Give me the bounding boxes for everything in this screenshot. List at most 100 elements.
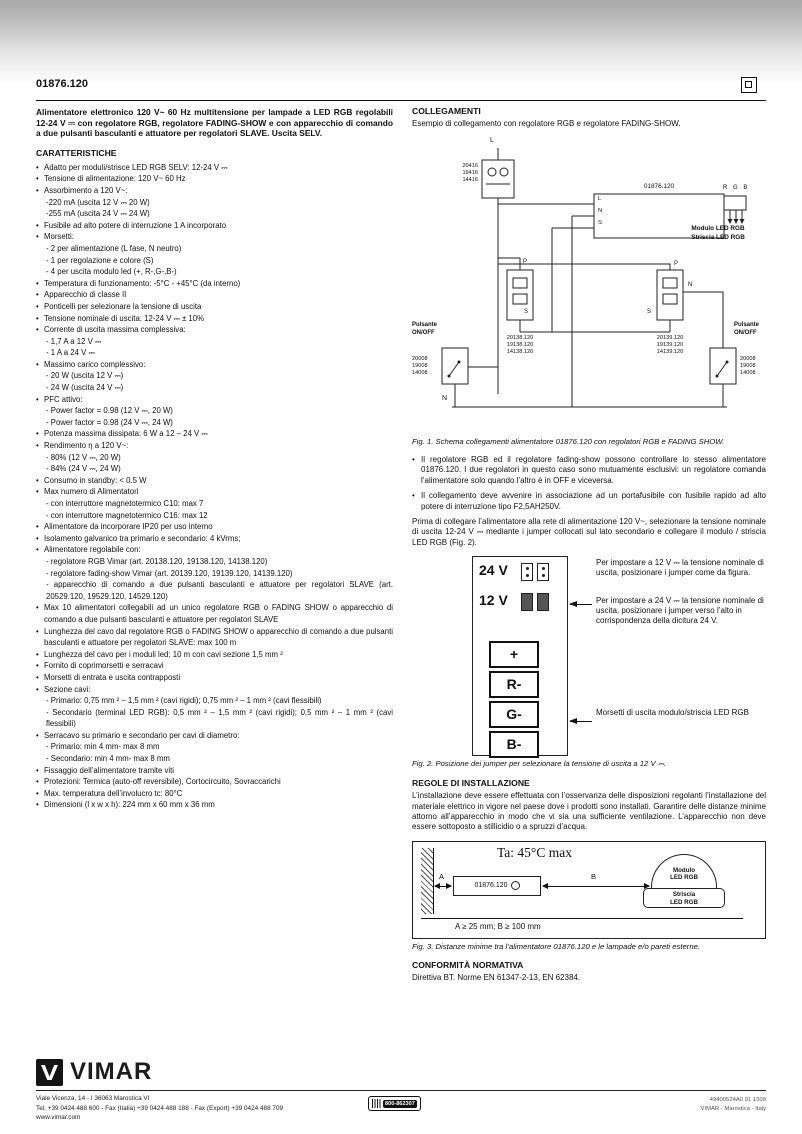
conformity-text: Direttiva BT. Norme EN 61347-2-13, EN 62… bbox=[412, 972, 581, 982]
spec-subitem: - regolatore RGB Vimar (art. 20138.120, … bbox=[36, 556, 393, 568]
module-word: LED RGB bbox=[670, 873, 698, 881]
jumper-installed bbox=[521, 593, 533, 612]
floor-line bbox=[421, 917, 743, 919]
bullet-mark: • bbox=[36, 487, 39, 497]
spec-bullet: •Assorbimento a 120 V~: bbox=[36, 185, 393, 197]
spec-subitem: - con interruttore magnetotermico C16: m… bbox=[36, 510, 393, 522]
right-column: COLLEGAMENTI Esempio di collegamento con… bbox=[412, 106, 766, 991]
spec-bullet: •Tensione nominale di uscita: 12-24 V ⎓ … bbox=[36, 313, 393, 325]
spec-text: - 80% (12 V ⎓, 20 W) bbox=[46, 452, 121, 462]
spec-subitem: - Secondario: min 4 mm- max 8 mm bbox=[36, 753, 393, 765]
spec-text: - Secondario (terminal LED RGB): 0,5 mm … bbox=[46, 707, 393, 729]
annotation-12v: Per impostare a 12 V ⎓ la tensione nomin… bbox=[596, 558, 764, 578]
strip-label: Striscia LED RGB bbox=[691, 234, 745, 241]
spec-subitem: - apparecchio di comando a due pulsanti … bbox=[36, 579, 393, 602]
address-line: Viale Vicenza, 14 - I 36063 Marostica VI bbox=[36, 1095, 150, 1102]
onoff-text: ON/OFF bbox=[412, 329, 435, 336]
spec-bullet: •Fornito di coprimorsetti e serracavi bbox=[36, 660, 393, 672]
spec-bullet: •Fusibile ad alto potere di interruzione… bbox=[36, 220, 393, 232]
art-number: 14416 bbox=[462, 177, 478, 184]
spec-bullet: •Dimensioni (l x w x h): 224 mm x 60 mm … bbox=[36, 799, 393, 811]
terminals-pointer-arrow bbox=[569, 718, 592, 725]
distance-a-arrow bbox=[434, 883, 452, 890]
strip-word: LED RGB bbox=[670, 898, 698, 906]
voltage-12-label: 12 V bbox=[479, 592, 508, 609]
barcode-icon bbox=[372, 1099, 381, 1108]
spec-text: -255 mA (uscita 24 V ⎓ 24 W) bbox=[46, 209, 150, 219]
line-l-label: L bbox=[490, 137, 494, 144]
spec-bullet: •Temperatura di funzionamento: -5°C - +4… bbox=[36, 278, 393, 290]
spec-text: Fissaggio dell’alimentatore tramite viti bbox=[44, 765, 175, 775]
spec-bullet: •Lunghezza del cavo per i moduli led: 10… bbox=[36, 649, 393, 661]
jumper-socket bbox=[521, 563, 533, 582]
spec-text: - Power factor = 0.98 (24 V ⎓, 24 W) bbox=[46, 417, 173, 427]
spec-bullet: •Max 10 alimentatori collegabili ad un u… bbox=[36, 602, 393, 625]
art-number: 20416 bbox=[462, 163, 478, 169]
annotation-24v: Per impostare a 24 V ⎓ la tensione nomin… bbox=[596, 596, 764, 626]
spec-text: Rendimento η a 120 V~: bbox=[44, 441, 129, 451]
spec-bullet: •Max. temperatura dell’involucro tc: 80°… bbox=[36, 788, 393, 800]
art-number: 19139.120 bbox=[656, 342, 684, 349]
spec-bullet: •Isolamento galvanico tra primario e sec… bbox=[36, 533, 393, 545]
spec-text: - 84% (24 V ⎓, 24 W) bbox=[46, 464, 121, 474]
voltage-24-label: 24 V bbox=[479, 562, 508, 579]
spec-subitem: - Secondario (terminal LED RGB): 0,5 mm … bbox=[36, 707, 393, 730]
spec-text: - 20 W (uscita 12 V ⎓) bbox=[46, 371, 124, 381]
spec-text: PFC attivo: bbox=[44, 394, 83, 404]
spec-subitem: - 80% (12 V ⎓, 20 W) bbox=[36, 452, 393, 464]
jumper-diagram: 24 V 12 V +R-G-B- Per impostare a 12 V ⎓… bbox=[412, 556, 766, 759]
bullet-mark: • bbox=[36, 788, 39, 798]
neutral-bus-label: N bbox=[442, 395, 448, 402]
spec-text: Isolamento galvanico tra primario e seco… bbox=[44, 533, 241, 543]
psu-terminal-l: L bbox=[598, 196, 602, 202]
art-number: 14138.120 bbox=[506, 349, 534, 356]
bullet-mark: • bbox=[36, 522, 39, 532]
document-reference: 49400524A0 01 1309 VIMAR - Marostica - I… bbox=[701, 1096, 766, 1113]
art-number: 14008 bbox=[740, 370, 756, 377]
spec-subitem: - 4 per uscita modulo led (+, R-,G-,B-) bbox=[36, 266, 393, 278]
wall-hatch bbox=[421, 847, 434, 914]
distance-b-label: B bbox=[591, 871, 597, 881]
lamp-icon bbox=[510, 881, 520, 891]
brand-row: VIMAR bbox=[36, 1058, 152, 1086]
spec-text: Dimensioni (l x w x h): 224 mm x 60 mm x… bbox=[44, 800, 215, 810]
spec-text: Apparecchio di classe II bbox=[44, 290, 127, 300]
spec-text: - 1,7 A a 12 V ⎓ bbox=[46, 336, 102, 346]
collegamenti-subtitle: Esempio di collegamento con regolatore R… bbox=[412, 119, 681, 128]
strip-word: Striscia bbox=[672, 890, 696, 898]
spec-bullet: •Tensione di alimentazione: 120 V~ 60 Hz bbox=[36, 173, 393, 185]
bullet-mark: • bbox=[36, 278, 39, 288]
spec-text: - Primario: 0,75 mm ² – 1,5 mm ² (cavi r… bbox=[46, 696, 322, 706]
bullet-mark: • bbox=[36, 162, 39, 172]
spec-subitem: - 1 per regolazione e colore (S) bbox=[36, 255, 393, 267]
pulsante-text: Pulsante bbox=[412, 322, 438, 328]
made-in: VIMAR - Marostica - Italy bbox=[700, 1105, 766, 1112]
art-number: 19138.120 bbox=[506, 342, 534, 349]
left-column: Alimentatore elettronico 120 V~ 60 Hz mu… bbox=[36, 107, 393, 811]
bullet-mark: • bbox=[36, 545, 39, 555]
wiring-lines-graphic bbox=[441, 148, 747, 408]
spec-text: Morsetti: bbox=[44, 232, 74, 242]
spec-text: Potenza massima dissipata: 6 W a 12 – 24… bbox=[44, 429, 208, 439]
bullet-mark: • bbox=[36, 359, 39, 369]
note-item: Il regolatore RGB ed il regolatore fadin… bbox=[412, 455, 766, 486]
ta-max-label: Ta: 45°C max bbox=[497, 844, 572, 860]
art-number: 20138.120 bbox=[506, 335, 534, 341]
art-number: 19008 bbox=[740, 363, 756, 370]
regulator-left-p: P bbox=[523, 259, 528, 265]
spec-text: - 1 per regolazione e colore (S) bbox=[46, 255, 154, 265]
spec-text: Corrente di uscita massima complessiva: bbox=[44, 325, 186, 335]
regulator-right-n: N bbox=[688, 282, 693, 288]
bullet-mark: • bbox=[36, 603, 39, 613]
spec-bullet: •Massimo carico complessivo: bbox=[36, 359, 393, 371]
spec-bullet: •PFC attivo: bbox=[36, 394, 393, 406]
spec-bullet: •Serracavo su primario e secondario per … bbox=[36, 730, 393, 742]
jumper-row-12v bbox=[521, 593, 549, 612]
spec-subitem: - Power factor = 0.98 (24 V ⎓, 24 W) bbox=[36, 417, 393, 429]
fig2-caption: Fig. 2. Posizione dei jumper per selezio… bbox=[412, 759, 666, 769]
spec-text: Protezioni: Termica (auto-off reversibil… bbox=[44, 777, 281, 787]
spec-subitem: - 24 W (uscita 24 V ⎓) bbox=[36, 382, 393, 394]
bullet-mark: • bbox=[36, 325, 39, 335]
led-module-shape: Modulo LED RGB bbox=[651, 853, 717, 888]
